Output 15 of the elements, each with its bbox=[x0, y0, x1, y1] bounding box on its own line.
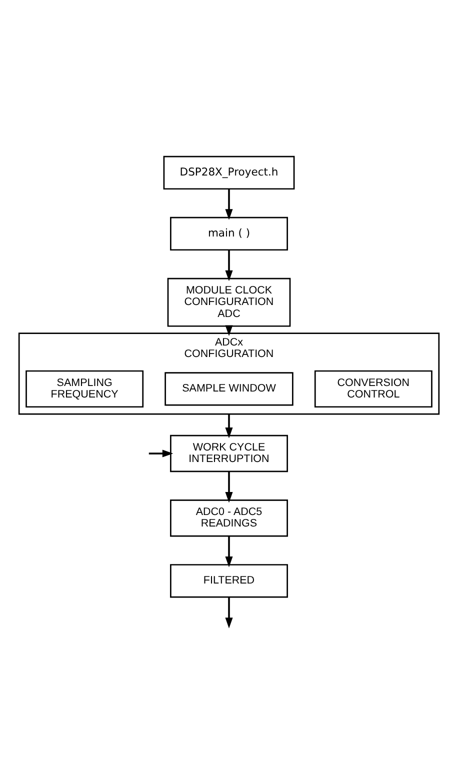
arrow bbox=[225, 414, 233, 438]
node-box: SAMPLING FREQUENCY bbox=[26, 370, 144, 408]
node-box: main ( ) bbox=[170, 216, 288, 250]
arrow bbox=[225, 471, 233, 502]
arrow bbox=[225, 536, 233, 567]
node-box: ADC0 - ADC5 READINGS bbox=[170, 499, 288, 536]
arrow bbox=[225, 250, 233, 281]
node-box: SAMPLE WINDOW bbox=[164, 372, 294, 406]
arrow bbox=[148, 449, 174, 457]
node-box: CONVERSION CONTROL bbox=[314, 370, 432, 408]
arrow bbox=[225, 596, 233, 628]
node-box: DSP28X_Proyect.h bbox=[163, 155, 295, 190]
arrow bbox=[225, 188, 233, 220]
node-box: FILTERED bbox=[170, 564, 288, 598]
node-box: WORK CYCLE INTERRUPTION bbox=[170, 434, 288, 472]
